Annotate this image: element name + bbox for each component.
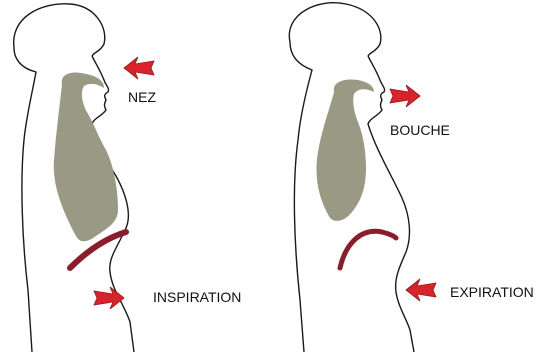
left-belly-arrow-icon [94,287,124,309]
right-figure-expiration: BOUCHE EXPIRATION [289,3,533,352]
label-bouche: BOUCHE [390,122,450,138]
left-figure-inspiration: NEZ INSPIRATION [14,4,242,352]
right-belly-arrow-icon [406,279,436,301]
right-lung [317,80,375,221]
label-inspiration: INSPIRATION [153,289,241,305]
right-diaphragm [340,231,396,268]
left-lung [54,72,118,241]
right-head-hair [289,3,381,56]
right-mouth-arrow-icon [390,85,420,107]
label-expiration: EXPIRATION [450,284,534,300]
label-nez: NEZ [128,89,156,105]
left-nose-arrow-icon [124,57,154,79]
left-head-hair [14,4,105,56]
